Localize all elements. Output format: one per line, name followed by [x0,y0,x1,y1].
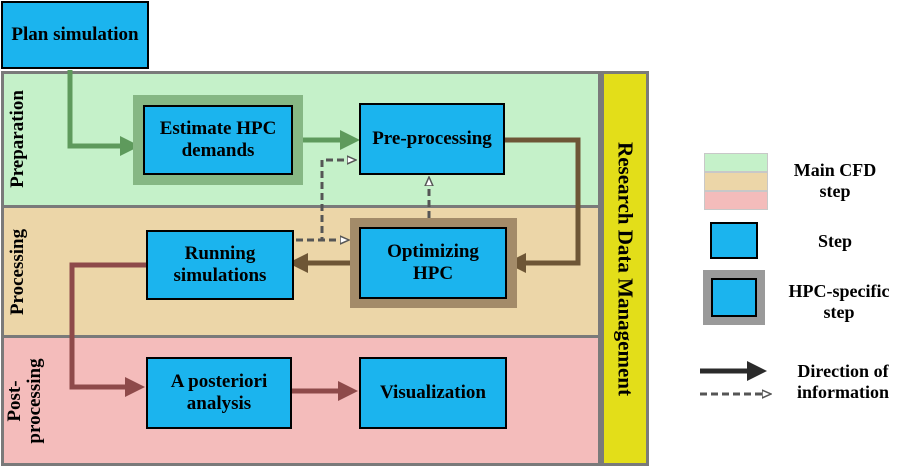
legend-hpc-swatch [711,278,757,317]
running-line2: simulations [173,265,267,286]
estimate-hpc-demands-box: Estimate HPC demands [143,105,293,175]
legend-main-cfd-line1: Main CFD [793,160,877,180]
optimizing-line2: HPC [412,263,454,284]
dashed-arrow-running-to-preprocessing [296,160,353,242]
plan-simulation-box: Plan simulation [1,1,149,69]
legend-hpc-line2: step [823,302,855,322]
running-simulations-box: Running simulations [146,230,294,300]
legend-hpc-line1: HPC-specific [788,281,890,301]
legend-direction-label: Direction of information [786,361,900,403]
preprocessing-label: Pre-processing [372,128,492,149]
preprocessing-box: Pre-processing [359,103,505,175]
legend-direction-line2: information [797,382,889,402]
plan-simulation-label: Plan simulation [11,24,139,45]
legend-processing-swatch [704,172,768,191]
research-data-management-bar: Research Data Management [601,71,649,466]
aposteriori-line2: analysis [186,393,252,414]
arrow-running-to-aposteriori [69,262,146,397]
aposteriori-line1: A posteriori [170,371,268,392]
aposteriori-analysis-box: A posteriori analysis [146,357,292,429]
legend-preparation-swatch [704,153,768,172]
visualization-box: Visualization [359,357,507,429]
legend-postprocessing-swatch [704,191,768,210]
arrow-preprocessing-to-optimizing [505,137,581,273]
legend-step-label: Step [817,231,852,251]
optimizing-line1: Optimizing [387,241,479,262]
legend-hpc-specific-label: HPC-specific step [780,281,898,323]
arrow-plan-to-estimate [67,70,141,156]
legend-direction-line1: Direction of [797,361,889,381]
legend-main-cfd-label: Main CFD step [780,160,890,202]
legend-main-cfd-line2: step [819,181,851,201]
estimate-hpc-line1: Estimate HPC [159,118,277,139]
legend-step-swatch [710,222,758,259]
visualization-label: Visualization [380,382,486,403]
optimizing-hpc-box: Optimizing HPC [359,227,507,299]
estimate-hpc-line2: demands [181,140,255,161]
running-line1: Running [184,243,256,264]
